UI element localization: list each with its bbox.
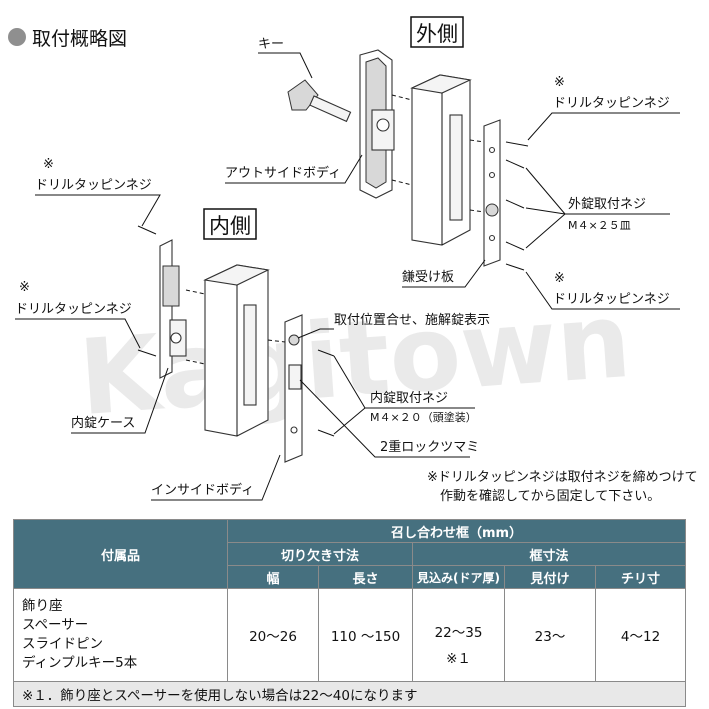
col-width: 幅	[227, 565, 319, 589]
outside-frame-illustration	[410, 74, 472, 246]
value-length: 110 〜150	[318, 588, 413, 682]
inner-case-illustration	[159, 239, 187, 379]
inside-label: 内側	[209, 214, 251, 238]
col-chiri: チリ寸	[594, 565, 687, 589]
callout-drill-mark-4: ※	[19, 280, 30, 295]
callout-drill-mark-1: ※	[554, 75, 565, 90]
outer-screws-illustration	[505, 141, 529, 271]
header-cutout: 切り欠き寸法	[227, 542, 413, 566]
spec-table: 付属品 召し合わせ框（mm） 切り欠き寸法 框寸法 幅 長さ 見込み(ドア厚) …	[12, 519, 687, 707]
inside-body-illustration	[284, 314, 303, 463]
value-depth-note: ※１	[446, 651, 471, 667]
accessories-list: 飾り座 スペーサー スライドピン ディンプルキー5本	[13, 588, 228, 682]
value-face: 23〜	[504, 588, 596, 682]
strike-plate-illustration	[483, 119, 501, 267]
outside-label-box	[410, 16, 464, 48]
header-accessories: 付属品	[13, 519, 228, 589]
callout-drill-screw-4: ドリルタッピンネジ	[15, 302, 132, 317]
list-item: ディンプルキー5本	[22, 655, 138, 671]
table-row: 飾り座 スペーサー スライドピン ディンプルキー5本 20〜26 110 〜15…	[13, 588, 687, 682]
diagram-note-line1: ※ドリルタッピンネジは取付ネジを締めつけて	[427, 469, 698, 485]
callout-drill-screw-2: ドリルタッピンネジ	[553, 292, 670, 307]
callout-strike-plate: 鎌受け板	[402, 270, 454, 285]
callout-drill-mark-3: ※	[43, 157, 54, 172]
watermark: Kagitown	[75, 279, 634, 439]
callout-outside-body: アウトサイドボディ	[225, 165, 341, 181]
outside-label: 外側	[416, 22, 458, 46]
value-depth-cell: 22〜35 ※１	[412, 588, 505, 682]
inner-screws-illustration	[137, 225, 335, 437]
inside-label-box	[203, 208, 257, 240]
callout-inner-case: 内錠ケース	[71, 415, 135, 431]
list-item: スライドピン	[22, 636, 103, 652]
value-chiri: 4〜12	[594, 588, 687, 682]
diagram-note-line2: 作動を確認してから固定して下さい。	[440, 488, 660, 504]
value-depth: 22〜35	[434, 625, 483, 641]
col-face: 見付け	[504, 565, 596, 589]
callout-key: キー	[258, 37, 284, 52]
inside-frame-illustration	[203, 264, 270, 437]
outside-body-illustration	[359, 49, 395, 199]
header-frame-size: 框寸法	[411, 542, 687, 566]
callout-drill-mark-2: ※	[554, 271, 565, 286]
section-title: 取付概略図	[32, 28, 127, 50]
callout-drill-screw-1: ドリルタッピンネジ	[553, 96, 670, 111]
callout-drill-screw-3: ドリルタッピンネジ	[35, 178, 152, 193]
callout-outer-screw: 外錠取付ネジ	[568, 197, 646, 212]
callout-inside-body: インサイドボディ	[151, 482, 254, 498]
col-length: 長さ	[318, 565, 413, 589]
list-item: スペーサー	[22, 617, 89, 633]
installation-diagram: Kagitown 取付概略図 外側 内側	[8, 16, 698, 504]
table-footnote: ※１．飾り座とスペーサーを使用しない場合は22〜40になります	[12, 681, 687, 707]
value-width: 20〜26	[227, 588, 319, 682]
col-depth: 見込み(ドア厚)	[412, 565, 505, 589]
callout-double-lock-knob: 2重ロックツマミ	[380, 439, 479, 455]
title-bullet-icon	[8, 28, 26, 46]
key-illustration	[287, 79, 352, 123]
callout-inner-screw-spec: M４×２０（頭塗装）	[370, 410, 477, 424]
list-item: 飾り座	[22, 598, 63, 614]
header-frame: 召し合わせ框（mm）	[226, 519, 687, 543]
callout-outer-screw-spec: M４×２５皿	[568, 219, 631, 232]
callout-mount-position: 取付位置合せ、施解錠表示	[334, 313, 490, 328]
callout-inner-screw: 内錠取付ネジ	[370, 390, 448, 406]
